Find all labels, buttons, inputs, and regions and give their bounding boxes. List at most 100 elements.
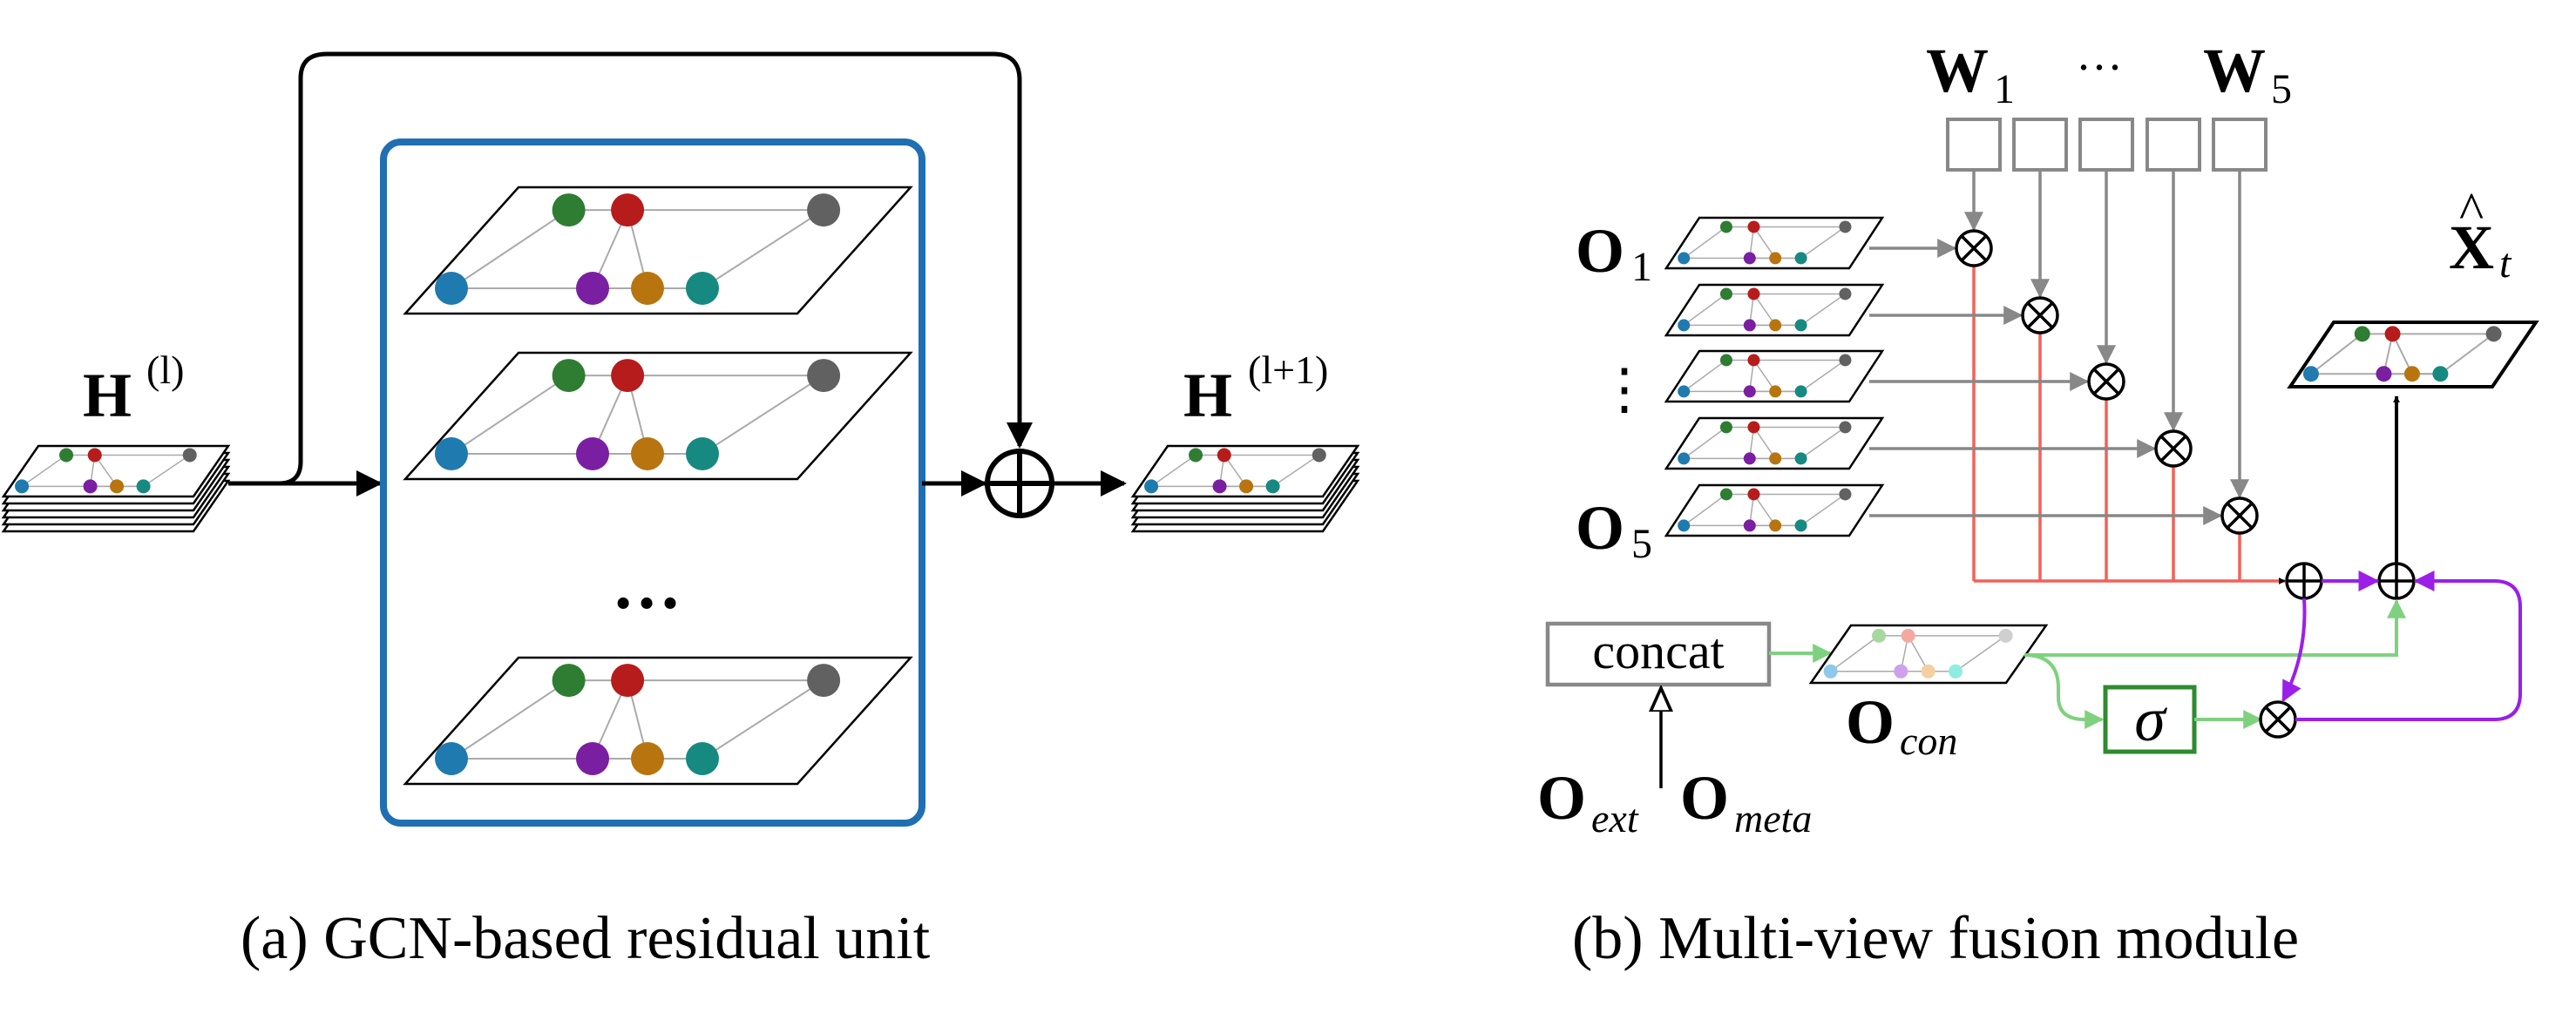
graph-node [1769,519,1782,532]
graph-edge [1800,426,1846,460]
graph-node [136,479,151,494]
graph-node [1901,628,1915,643]
graph-node [611,359,645,393]
graph-edge [1800,493,1846,527]
graph-edge [451,679,570,760]
graph-node [1743,385,1756,398]
graph-node [83,479,98,494]
gcn-layer-graph [403,186,913,315]
graph-node [1921,664,1935,679]
graph-node [631,272,664,305]
sigma-label: σ [2134,685,2167,754]
graph-node [1239,479,1254,494]
graph-node [1839,220,1852,233]
line [2159,435,2187,463]
graph-node [2485,326,2502,342]
graph-node [2432,366,2449,382]
graph-node [1839,488,1852,501]
graph-edge [2310,333,2363,375]
graph-node [2302,366,2319,382]
graph-plane [1664,349,1885,403]
graph-node [1747,220,1760,233]
line [2092,368,2120,395]
view-product-icon [2087,362,2125,401]
output-x-subscript: t [2499,240,2512,287]
graph-node [1872,628,1887,643]
graph-edge [1150,454,1196,488]
graph-plane [1664,416,1885,470]
graph-node [1678,519,1691,532]
ometa-symbol: O [1680,763,1729,833]
graph-node [435,437,468,470]
graph-edge [451,209,570,289]
graph-edge [2439,333,2495,375]
graph-node [1189,448,1203,463]
graph-node [1743,452,1756,465]
graph-node [1794,385,1807,398]
weight-w5-symbol: W [2203,36,2266,105]
graph-edge [702,679,824,760]
graph-node [552,664,586,698]
graph-edge [143,454,191,488]
graph-plane [403,656,913,786]
weight-w5-subscript: 5 [2271,66,2292,112]
graph-edge [1683,226,1727,260]
view-o1-subscript: 1 [1631,244,1652,290]
oext-symbol: O [1537,763,1586,833]
graph-node [552,193,586,227]
concat-label: concat [1592,623,1724,679]
view-o1-symbol: O [1576,216,1624,286]
output-x-symbol: X [2449,213,2494,282]
graph-node [1839,287,1852,301]
views-ellipsis: ⋮ [1596,358,1652,420]
graph-edge [702,209,824,289]
graph-node [1719,488,1732,501]
graph-node [1769,452,1782,465]
graph-node [59,448,74,463]
skip-connection-arrow [228,51,1033,486]
graph-node [1678,452,1691,465]
graph-node [182,448,197,463]
graph-plane [1664,483,1885,537]
graph-edge [1683,293,1727,327]
caption-a: (a) GCN-based residual unit [241,905,931,972]
graph-node [1743,319,1756,332]
graph-edge [1683,426,1727,460]
graph-node [435,742,468,775]
graph-node [686,437,719,470]
graph-node [611,193,645,227]
graph-plane [1664,283,1885,337]
graph-node [1312,448,1326,463]
graph-edge [1752,360,1776,392]
graph-node [1894,664,1908,679]
graph-node [1794,452,1807,465]
graph-node [435,272,468,305]
graph-plane [2287,321,2539,388]
graph-edge [1800,226,1846,260]
graph-edge [1752,294,1776,326]
graph-edge [1800,293,1846,327]
graph-plane [403,351,913,481]
graph-node [2403,366,2420,382]
graph-node [611,664,645,698]
caption-b: (b) Multi-view fusion module [1572,905,2299,972]
graph-edge [1752,427,1776,459]
view-o5-symbol: O [1576,493,1624,563]
weights-ellipsis: ··· [2076,41,2123,93]
graph-node [1265,479,1280,494]
graph-node [15,479,30,494]
weight-w1-symbol: W [1926,36,1989,105]
graph-node [807,359,841,393]
graph-edge [1683,493,1727,527]
graph-node [1769,385,1782,398]
graph-node [1747,488,1760,501]
graph-node [576,272,609,305]
oext-subscript: ext [1591,796,1639,841]
view-product-icon [2021,296,2059,334]
graph-node [87,448,102,463]
gcn-layers-ellipsis: … [612,547,681,624]
graph-node [1678,319,1691,332]
weight-box [1946,118,2002,172]
sigma-box [2103,685,2197,754]
